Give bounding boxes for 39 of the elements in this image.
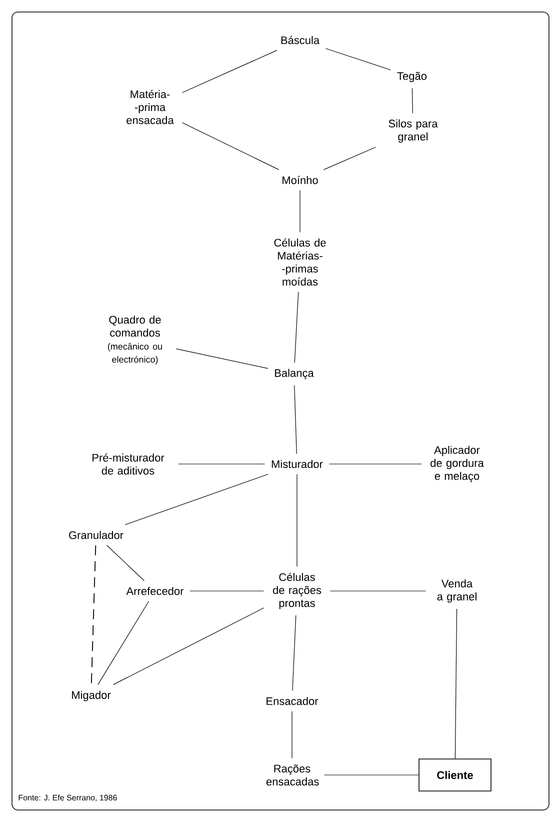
- process-label: Arrefecedor: [126, 586, 184, 596]
- connector-line: [176, 348, 268, 369]
- connector-line: [182, 122, 280, 170]
- connector-line: [190, 590, 264, 592]
- process-label: Ensacador: [266, 696, 318, 706]
- process-label: Misturador: [272, 460, 323, 468]
- connector-line: [294, 292, 299, 363]
- process-label: Tegão: [397, 72, 427, 82]
- connector-line: [292, 615, 296, 692]
- process-label: Pré-misturador de aditivos: [92, 453, 164, 475]
- process-label: Granulador: [69, 530, 124, 540]
- process-label: Matéria- -prima ensacada: [126, 90, 174, 124]
- connector-line: [454, 608, 458, 759]
- process-label: Quadro de comandos (mecânico ou electrónico): [108, 316, 162, 364]
- connector-line: [296, 474, 298, 567]
- process-label: Aplicador de gordura e melaço: [430, 446, 484, 482]
- connector-line: [330, 590, 426, 592]
- connector-line: [412, 88, 413, 114]
- connector-line: [98, 600, 150, 685]
- source-note: Fonte: J. Efe Serrano, 1986: [18, 794, 117, 802]
- connector-line: [325, 48, 392, 70]
- connector-line: [182, 50, 278, 93]
- process-label: Moínho: [282, 176, 318, 184]
- connector-line: [323, 146, 376, 170]
- process-label: Venda a granel: [437, 579, 476, 603]
- customer-box: Cliente: [418, 758, 492, 792]
- process-label: Báscula: [281, 36, 320, 44]
- connector-line: [112, 608, 264, 685]
- process-label: Silos para granel: [388, 119, 438, 143]
- connector-line: [124, 474, 268, 526]
- connector-line: [324, 774, 419, 776]
- process-label: Células de Matérias- -primas moídas: [274, 238, 326, 286]
- connector-line: [106, 544, 145, 582]
- connector-line: [90, 544, 96, 686]
- process-label: Rações ensacadas: [266, 764, 319, 786]
- process-label: Migador: [72, 690, 111, 702]
- connector-line: [294, 385, 297, 454]
- process-label: Células de rações prontas: [273, 572, 322, 610]
- process-label: Balança: [275, 368, 314, 380]
